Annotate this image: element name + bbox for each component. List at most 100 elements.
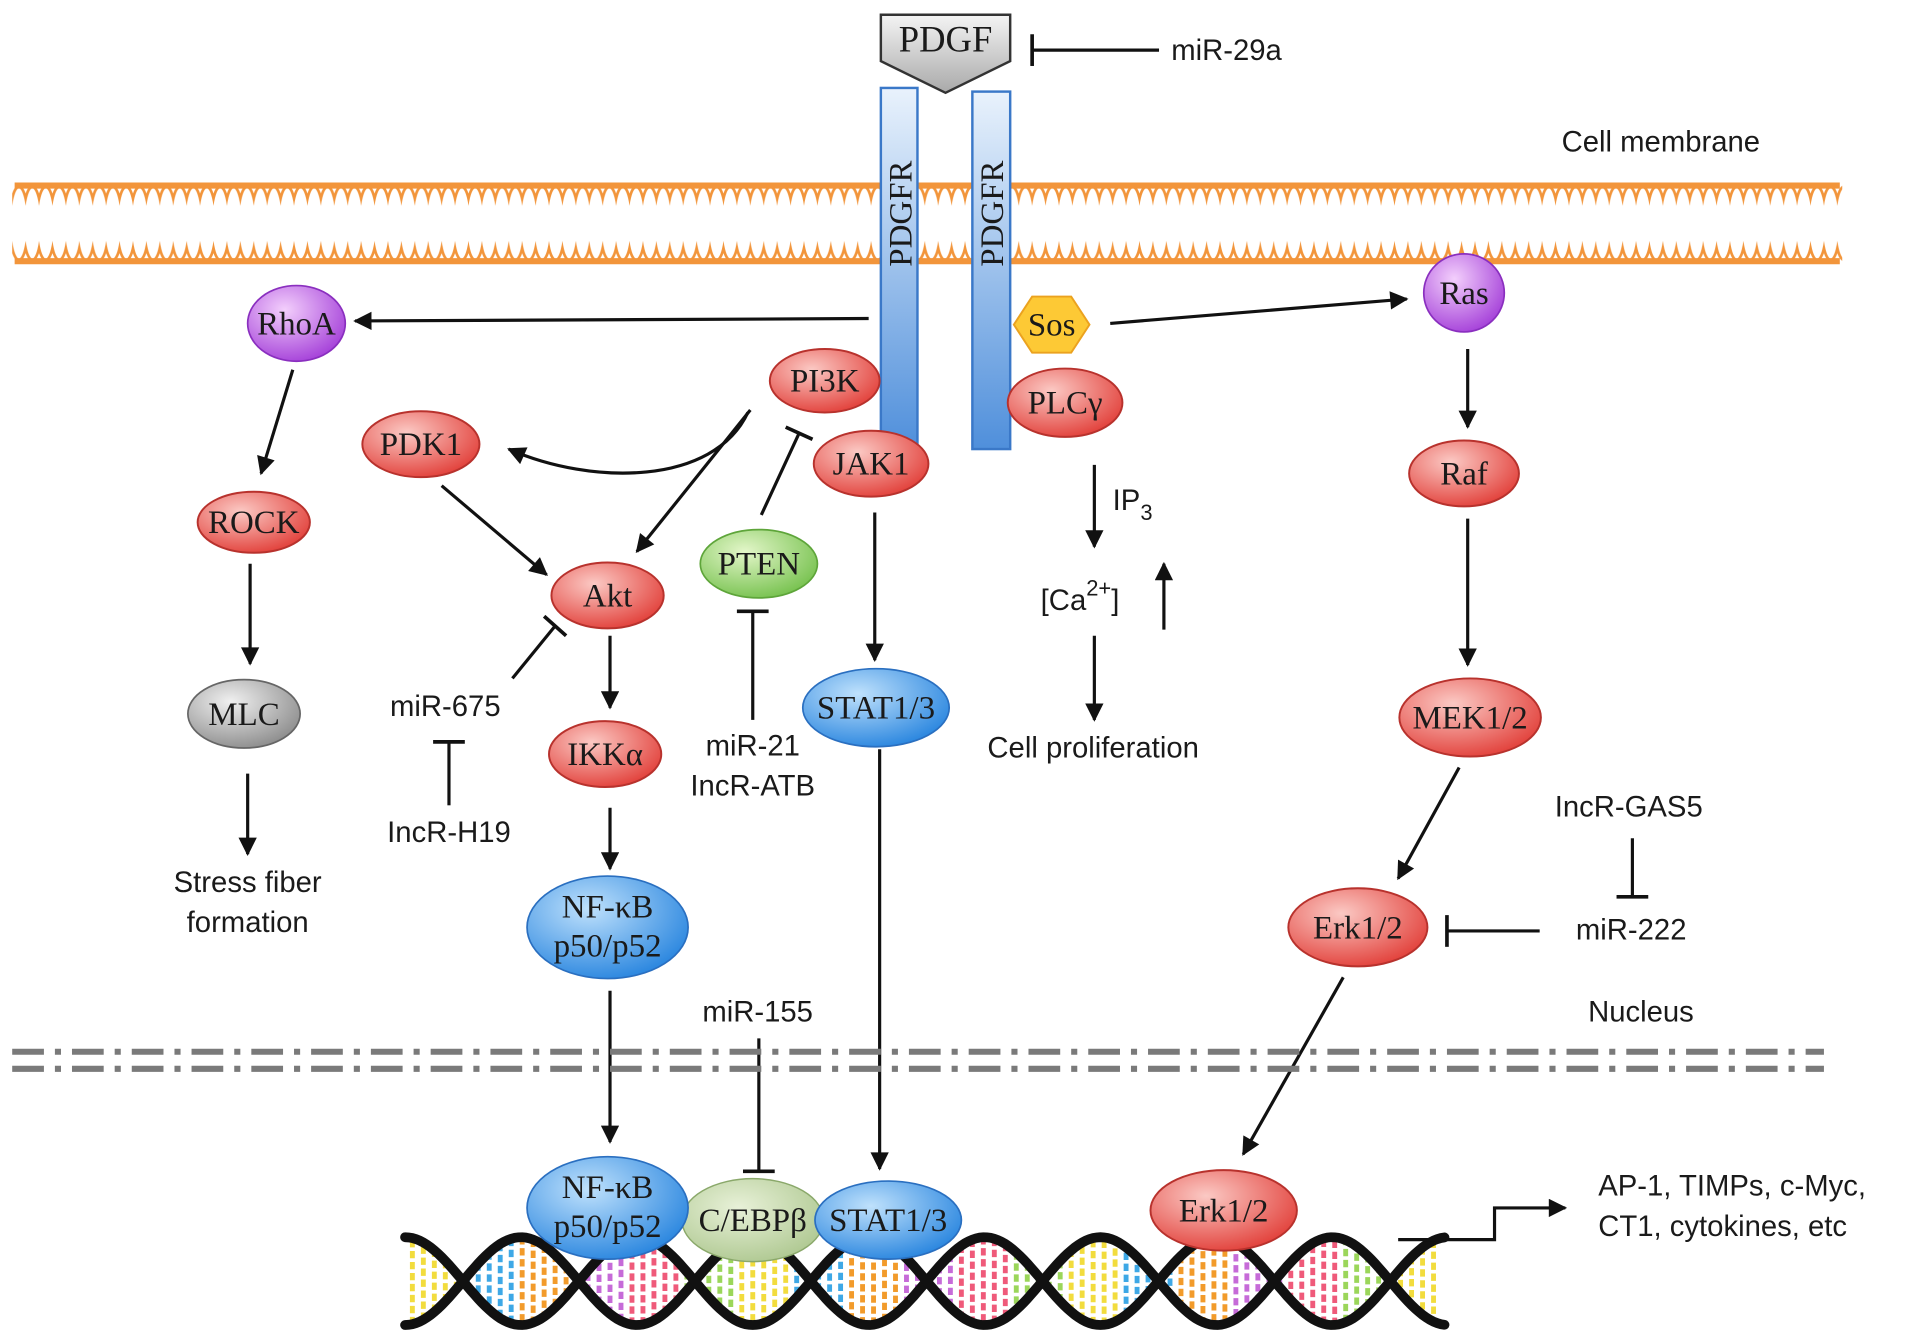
rhoa-label: RhoA — [257, 306, 336, 342]
arrow-pi3k-to-pdk1 — [507, 411, 750, 475]
ip3-label: IP3 — [1113, 484, 1153, 525]
raf-shape — [1408, 439, 1520, 508]
lncr-gas5-label: IncR-GAS5 — [1555, 790, 1703, 823]
arrow-erk-to-nucleus — [1241, 976, 1345, 1156]
inhibit-pten-pi3k-line — [759, 432, 801, 516]
activation-arrows — [238, 291, 1477, 1171]
cell-proliferation-label: Cell proliferation — [987, 732, 1198, 765]
nfkb-nuclear-node: NF-κB p50/p52 — [526, 1155, 689, 1261]
nfkb-nuclear-label-line2: p50/p52 — [554, 1209, 662, 1245]
pdgf-shape — [879, 13, 1012, 95]
erk-nuclear-shape — [1149, 1169, 1298, 1252]
nfkb-nuclear-label-line1: NF-κB — [562, 1170, 654, 1206]
pten-shape — [699, 528, 819, 599]
lipid-bilayer — [12, 180, 1843, 267]
transcription-arrow — [1398, 1198, 1568, 1242]
mlc-label: MLC — [208, 697, 279, 733]
calcium-superscript: 2+ — [1086, 575, 1111, 600]
arrow-pdgfr-to-rhoa — [353, 311, 869, 331]
arrow-pdk1-to-akt — [440, 484, 548, 576]
inhibit-mir675-akt-line — [511, 624, 557, 680]
pdgfr-right: PDGFR — [971, 90, 1012, 451]
pdgf-ligand: PDGF — [879, 13, 1012, 95]
akt-shape — [550, 561, 665, 630]
mlc-shape — [187, 678, 301, 749]
stat-node: STAT1/3 — [801, 667, 951, 748]
inhibit-pten-pi3k-bar — [784, 425, 814, 441]
arrow-rhoa-to-rock — [257, 369, 295, 476]
plcg-node: PLCγ — [1006, 367, 1124, 438]
sos-node: Sos — [1012, 295, 1091, 354]
nucleus-label: Nucleus — [1588, 995, 1694, 1028]
target-genes-line1: AP-1, TIMPs, c-Myc, — [1598, 1170, 1866, 1203]
mir222-label: miR-222 — [1576, 914, 1687, 947]
pi3k-node: PI3K — [768, 348, 881, 414]
cell-membrane-label: Cell membrane — [1562, 125, 1760, 158]
erk-label: Erk1/2 — [1313, 910, 1403, 946]
ikka-shape — [548, 720, 663, 788]
dna-strand-b — [400, 1232, 1450, 1330]
lncr-h19-label: IncR-H19 — [387, 816, 511, 849]
pdgfr-right-label: PDGFR — [975, 160, 1011, 266]
stat-nuclear-node: STAT1/3 — [814, 1180, 963, 1261]
target-genes-line2: CT1, cytokines, etc — [1598, 1210, 1847, 1243]
arrow-sos-to-ras — [1110, 291, 1409, 325]
mir21-label: miR-21 — [706, 729, 800, 762]
sos-shape — [1012, 295, 1091, 354]
rhoa-node: RhoA — [246, 284, 347, 363]
pdgfr-left-bar — [879, 86, 919, 451]
stat-nuclear-shape — [814, 1180, 963, 1261]
pi3k-shape — [768, 348, 881, 414]
ras-node: Ras — [1422, 253, 1506, 333]
erk-nuclear-node: Erk1/2 — [1149, 1169, 1298, 1252]
pdgf-label: PDGF — [899, 18, 993, 59]
mek-shape — [1398, 677, 1542, 758]
ikka-label: IKKα — [567, 737, 643, 773]
raf-label: Raf — [1440, 456, 1488, 492]
rock-node: ROCK — [196, 490, 311, 554]
ikka-node: IKKα — [548, 720, 663, 788]
pdk1-label: PDK1 — [380, 427, 462, 463]
nfkb-node: NF-κB p50/p52 — [526, 875, 689, 980]
ip3-main: IP — [1113, 484, 1141, 517]
erk-shape — [1287, 887, 1429, 968]
lncr-atb-label: IncR-ATB — [690, 770, 815, 803]
calcium-close: ] — [1111, 584, 1119, 617]
ip3-subscript: 3 — [1140, 500, 1152, 525]
nfkb-label-line1: NF-κB — [562, 890, 654, 926]
pi3k-label: PI3K — [790, 364, 860, 400]
rock-shape — [196, 490, 311, 554]
jak1-label: JAK1 — [833, 447, 910, 483]
pten-node: PTEN — [699, 528, 819, 599]
rhoa-shape — [246, 284, 347, 363]
stress-fiber-label-line2: formation — [187, 906, 309, 939]
akt-node: Akt — [550, 561, 665, 630]
rock-label: ROCK — [208, 505, 300, 541]
cebpb-label: C/EBPβ — [699, 1203, 807, 1239]
pdk1-node: PDK1 — [361, 410, 481, 479]
mek-node: MEK1/2 — [1398, 677, 1542, 758]
akt-label: Akt — [583, 578, 632, 614]
nfkb-label-line2: p50/p52 — [554, 929, 662, 965]
stress-fiber-label-line1: Stress fiber — [174, 866, 322, 899]
pdgfr-right-bar — [971, 90, 1012, 451]
mir155-label: miR-155 — [702, 995, 813, 1028]
pdk1-shape — [361, 410, 481, 479]
mir675-label: miR-675 — [390, 690, 501, 723]
pdgfr-left-label: PDGFR — [883, 160, 919, 266]
erk-node: Erk1/2 — [1287, 887, 1429, 968]
inhibit-mir675-akt-bar — [542, 614, 568, 638]
jak1-shape — [812, 429, 930, 498]
plcg-shape — [1006, 367, 1124, 438]
stat-nuclear-label: STAT1/3 — [829, 1203, 947, 1239]
arrow-mek-to-erk — [1396, 766, 1461, 881]
calcium-main: [Ca — [1041, 584, 1087, 617]
nfkb-shape — [526, 875, 689, 980]
ras-label: Ras — [1439, 276, 1488, 312]
nfkb-nuclear-shape — [526, 1155, 689, 1261]
pten-label: PTEN — [718, 547, 801, 583]
mir29a-label: miR-29a — [1171, 34, 1282, 67]
stat-shape — [801, 667, 951, 748]
cell-membrane — [12, 180, 1843, 267]
